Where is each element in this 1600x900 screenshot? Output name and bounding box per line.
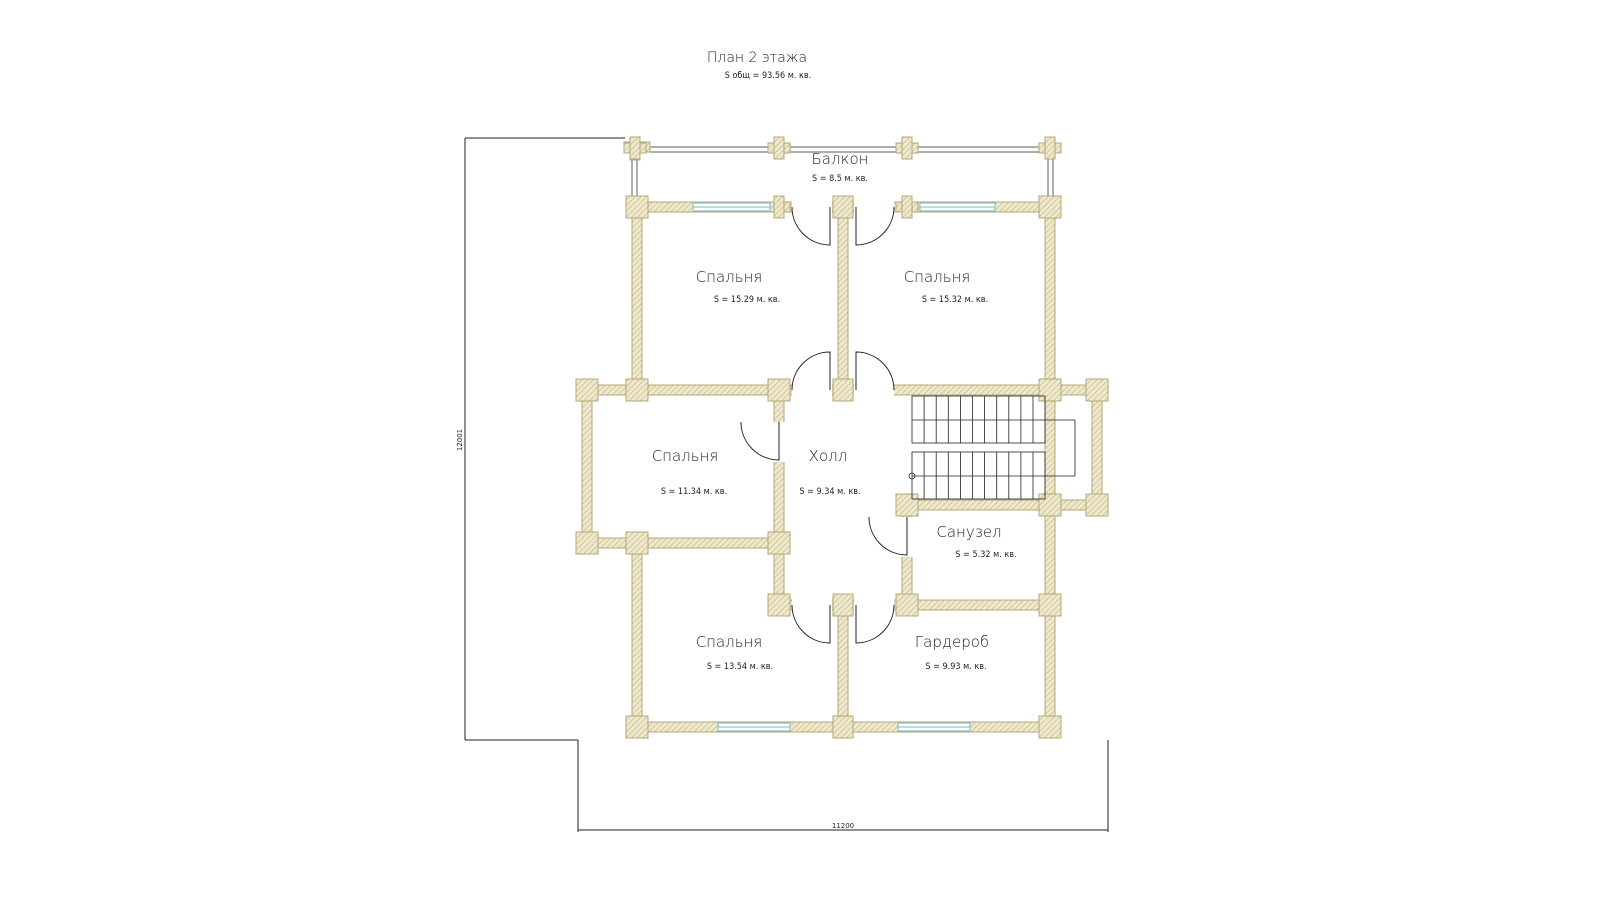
room-area: S = 15.32 м. кв. xyxy=(922,295,988,305)
room-name: Спальня xyxy=(904,268,971,286)
room-area: S = 13.54 м. кв. xyxy=(707,662,773,672)
room-area: S = 5.32 м. кв. xyxy=(955,550,1016,560)
room-labels: Балкон S = 8.5 м. кв. Спальня S = 15.29 … xyxy=(652,150,1017,672)
room-name: Спальня xyxy=(652,447,719,465)
room-name: Санузел xyxy=(936,523,1001,541)
walls xyxy=(579,201,1109,733)
room-name: Гардероб xyxy=(915,633,989,651)
plan-title: План 2 этажа xyxy=(707,50,807,66)
doors[interactable] xyxy=(740,201,913,644)
room-area: S = 11.34 м. кв. xyxy=(661,487,727,497)
total-area: S общ = 93.56 м. кв. xyxy=(725,70,811,81)
windows xyxy=(692,202,996,732)
room-area: S = 9.34 м. кв. xyxy=(799,487,860,497)
dimension-lines xyxy=(464,137,1109,832)
room-name: Спальня xyxy=(696,633,763,651)
height-dimension: 12001 xyxy=(456,429,464,451)
room-name: Балкон xyxy=(812,150,869,168)
room-area: S = 8.5 м. кв. xyxy=(812,174,868,184)
log-corners xyxy=(575,136,1109,739)
staircase xyxy=(908,395,1076,500)
room-name: Холл xyxy=(809,447,848,465)
room-name: Спальня xyxy=(696,268,763,286)
width-dimension: 11200 xyxy=(832,822,854,830)
room-area: S = 9.93 м. кв. xyxy=(925,662,986,672)
room-area: S = 15.29 м. кв. xyxy=(714,295,780,305)
